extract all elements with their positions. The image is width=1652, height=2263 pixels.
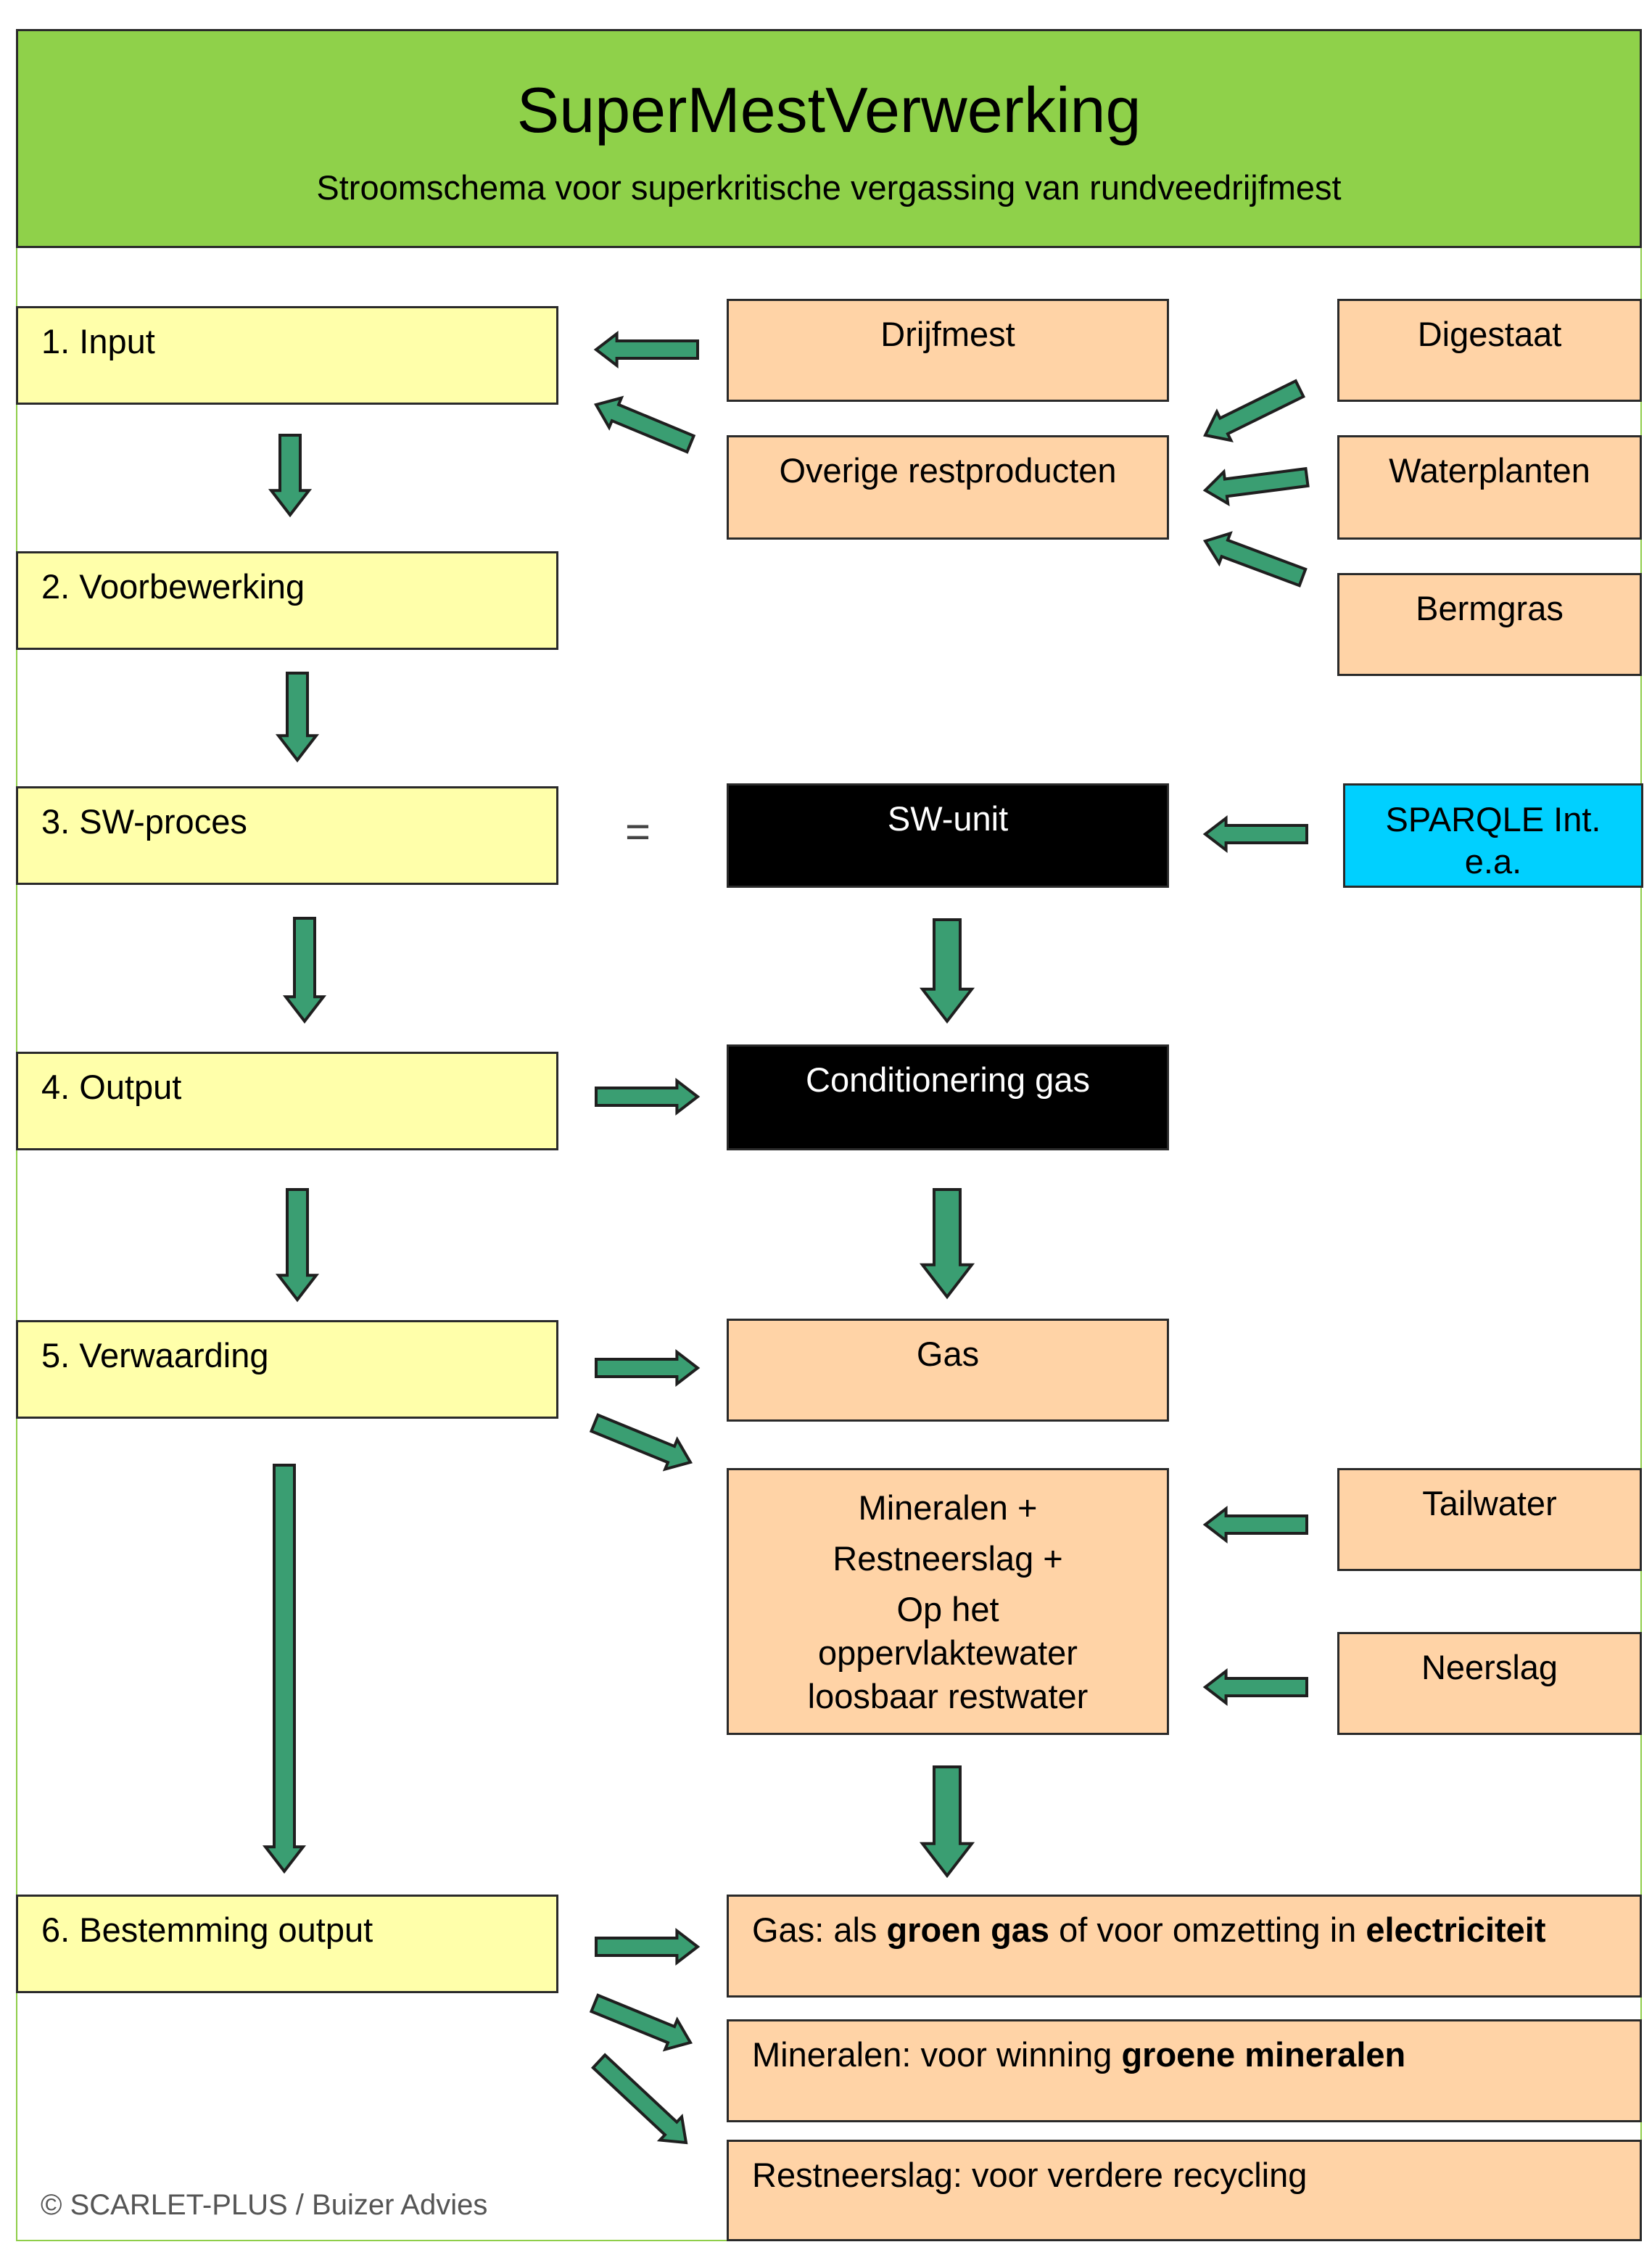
box-conditionering-gas: Conditionering gas	[727, 1044, 1169, 1150]
step-voorbewerking: 2. Voorbewerking	[16, 551, 558, 650]
header-banner: SuperMestVerwerking Stroomschema voor su…	[16, 29, 1642, 248]
box-mineralen-restwater: Mineralen + Restneerslag + Op het opperv…	[727, 1468, 1169, 1735]
box-overige-restproducten: Overige restproducten	[727, 435, 1169, 540]
arrow-waterplanten-to-overige	[1202, 466, 1310, 506]
step-sw-proces: 3. SW-proces	[16, 786, 558, 885]
step-output: 4. Output	[16, 1052, 558, 1150]
arrow-tailwater-to-mineralen	[1202, 1505, 1308, 1544]
arrow-digestaat-to-overige	[1203, 379, 1305, 442]
arrow-overige-to-input	[593, 395, 696, 454]
arrow-bestemming-to-gas	[595, 1927, 701, 1966]
box-neerslag: Neerslag	[1337, 1632, 1642, 1735]
sparqle-line-1: SPARQLE Int.	[1385, 800, 1601, 838]
box-bermgras: Bermgras	[1337, 573, 1642, 676]
dest-gas-prefix: Gas: als	[752, 1910, 887, 1949]
arrow-verwaarding-to-bestemming	[262, 1464, 307, 1874]
dest-gas-bold-2: electriciteit	[1366, 1910, 1546, 1949]
arrow-mineralen-to-destination	[919, 1765, 975, 1879]
box-destination-gas: Gas: als groen gas of voor omzetting in …	[727, 1895, 1642, 1998]
mineralen-line-2: Restneerslag +	[833, 1539, 1063, 1578]
box-sw-unit: SW-unit	[727, 783, 1169, 888]
step-bestemming-output: 6. Bestemming output	[16, 1895, 558, 1993]
box-sparqle: SPARQLE Int. e.a.	[1343, 783, 1643, 888]
arrow-input-to-voorbewerking	[268, 434, 313, 518]
dest-mineralen-prefix: Mineralen: voor winning	[752, 2035, 1122, 2074]
box-gas: Gas	[727, 1319, 1169, 1422]
copyright-footer: © SCARLET-PLUS / Buizer Advies	[41, 2189, 488, 2221]
step-verwaarding: 5. Verwaarding	[16, 1320, 558, 1419]
box-digestaat: Digestaat	[1337, 299, 1642, 402]
arrow-bestemming-to-restneerslag	[590, 2053, 688, 2145]
arrow-swunit-to-conditionering	[919, 918, 975, 1024]
box-destination-mineralen: Mineralen: voor winning groene mineralen	[727, 2019, 1642, 2122]
arrow-conditionering-to-gas	[919, 1188, 975, 1300]
mineralen-line-5: loosbaar restwater	[807, 1677, 1089, 1715]
arrow-output-to-verwaarding	[275, 1188, 320, 1303]
page-subtitle: Stroomschema voor superkritische vergass…	[316, 168, 1342, 207]
mineralen-line-4: oppervlaktewater	[818, 1633, 1078, 1672]
dest-gas-mid: of voor omzetting in	[1049, 1910, 1366, 1949]
box-tailwater: Tailwater	[1337, 1468, 1642, 1571]
page-title: SuperMestVerwerking	[516, 74, 1141, 146]
arrow-sparqle-to-swunit	[1202, 815, 1308, 854]
dest-gas-bold-1: groen gas	[886, 1910, 1050, 1949]
mineralen-line-3: Op het	[896, 1590, 999, 1628]
arrow-neerslag-to-mineralen	[1202, 1668, 1308, 1707]
arrow-bermgras-to-overige	[1202, 531, 1308, 588]
arrow-drijfmest-to-input	[593, 330, 699, 369]
arrow-output-to-conditionering	[595, 1077, 701, 1116]
arrow-bestemming-to-mineralen	[589, 1993, 693, 2052]
arrow-verwaarding-to-mineralen	[589, 1413, 693, 1472]
arrow-voorbewerking-to-swproces	[275, 672, 320, 763]
arrow-verwaarding-to-gas	[595, 1348, 701, 1388]
step-input: 1. Input	[16, 306, 558, 405]
mineralen-line-1: Mineralen +	[858, 1488, 1038, 1527]
arrow-swproces-to-output	[282, 917, 327, 1024]
dest-mineralen-bold: groene mineralen	[1121, 2035, 1406, 2074]
sparqle-line-2: e.a.	[1464, 842, 1522, 881]
equals-sign: =	[625, 807, 651, 856]
box-waterplanten: Waterplanten	[1337, 435, 1642, 540]
box-destination-restneerslag: Restneerslag: voor verdere recycling	[727, 2140, 1642, 2241]
box-drijfmest: Drijfmest	[727, 299, 1169, 402]
